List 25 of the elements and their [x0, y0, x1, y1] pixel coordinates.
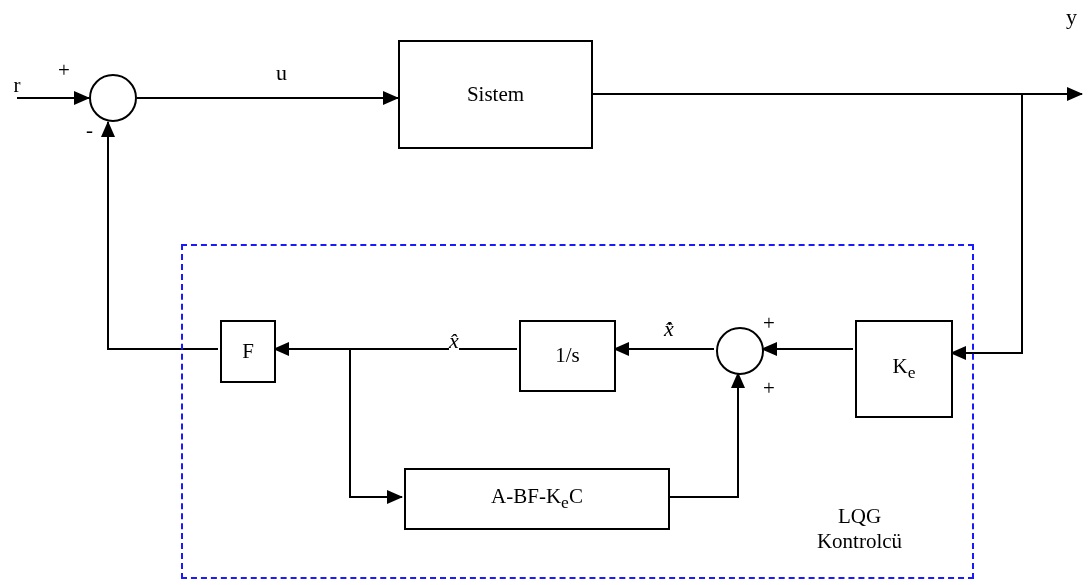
arrow	[667, 372, 745, 498]
block-box	[404, 468, 670, 530]
block-label: K$_{e}$	[892, 354, 916, 384]
block-box	[519, 320, 616, 392]
sign-label: +	[763, 378, 775, 399]
block-box	[220, 320, 276, 383]
summing-junction	[716, 327, 764, 375]
sign-label: +	[58, 60, 70, 81]
arrow	[761, 342, 854, 356]
arrow	[101, 121, 219, 350]
block-label: F	[242, 338, 254, 365]
signal-label: r	[8, 72, 26, 98]
block-box	[855, 320, 953, 418]
arrow	[613, 342, 715, 356]
arrow	[136, 91, 399, 105]
block-label: Sistem	[466, 81, 525, 108]
summing-junction	[89, 74, 137, 122]
group-label: LQG Kontrolcü	[815, 504, 904, 555]
block-label: 1/s	[555, 343, 580, 369]
controller-group-box	[181, 244, 974, 579]
sign-label: -	[86, 120, 93, 141]
block-label: A-BF-K$_{e}$C	[491, 484, 583, 514]
block-box	[398, 40, 593, 149]
arrow	[16, 91, 90, 105]
sign-label: +	[763, 313, 775, 334]
